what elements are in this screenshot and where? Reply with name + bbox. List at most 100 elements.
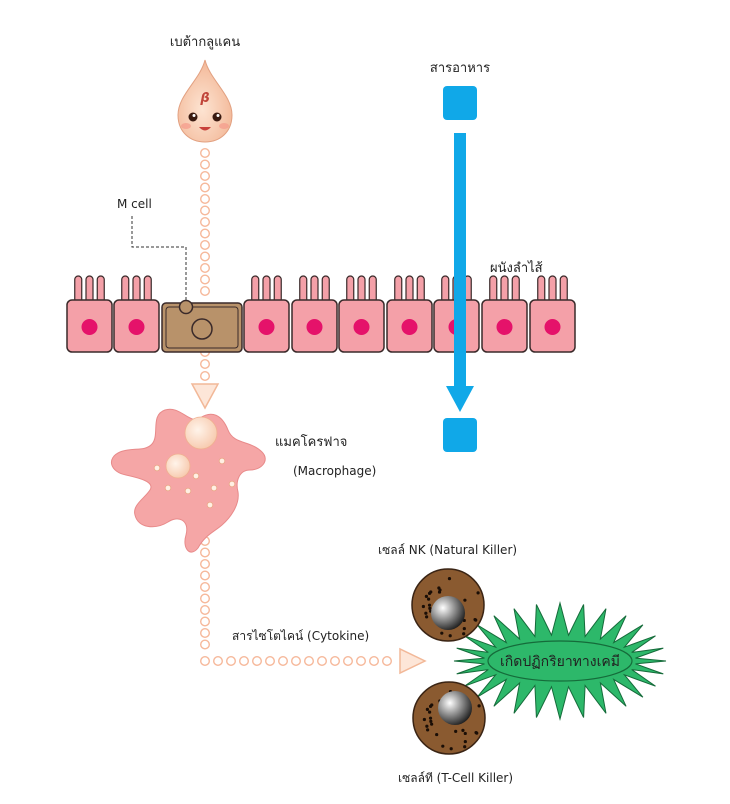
- granule: [461, 728, 465, 732]
- vesicle: [228, 480, 236, 488]
- flow-dot: [238, 656, 249, 667]
- vesicle: [153, 464, 161, 472]
- granule: [426, 728, 430, 732]
- cell-nucleus: [401, 319, 418, 335]
- flow-dot: [199, 628, 210, 639]
- flow-dot: [199, 274, 210, 285]
- nutrient-label: สารอาหาร: [430, 61, 490, 76]
- t-cell-label: เซลล์ที (T-Cell Killer): [398, 771, 513, 785]
- granule: [425, 724, 429, 728]
- vesicle: [218, 457, 226, 465]
- flow-dot: [304, 656, 315, 667]
- flow-dot: [199, 205, 210, 216]
- macrophage-label: แมคโครฟาจ: [275, 434, 347, 450]
- granule: [476, 591, 480, 595]
- granule: [427, 597, 431, 601]
- flow-dot: [343, 656, 354, 667]
- macrophage-vesicles: [153, 457, 236, 509]
- reaction-label: เกิดปฏิกริยาทางเคมี: [500, 654, 620, 670]
- m-cell: [161, 302, 243, 353]
- flow-dot: [199, 656, 210, 667]
- granule: [474, 618, 478, 622]
- granule: [462, 632, 466, 636]
- flow-dot: [330, 656, 341, 667]
- flow-dot: [199, 193, 210, 204]
- macrophage: [111, 408, 266, 553]
- cell-nucleus: [496, 319, 513, 335]
- nutrient-square-top: [443, 86, 477, 120]
- vesicle: [206, 501, 214, 509]
- flow-dot: [199, 639, 210, 650]
- granule: [441, 744, 445, 748]
- flow-dot: [199, 182, 210, 193]
- flow-dot: [251, 656, 262, 667]
- flow-triangle-right: [399, 647, 427, 675]
- granule: [421, 604, 425, 609]
- flow-dot: [199, 359, 210, 370]
- flow-dot: [199, 559, 210, 570]
- intestinal-wall-label: ผนังลำไส้: [490, 260, 543, 276]
- flow-dot: [369, 656, 380, 667]
- granule: [449, 747, 453, 751]
- cell-nucleus: [306, 319, 323, 335]
- flow-dot: [382, 656, 393, 667]
- nk-cell: [411, 568, 485, 642]
- flow-dot: [278, 656, 289, 667]
- granule: [454, 729, 458, 733]
- granule: [430, 722, 434, 726]
- nk-cell-label: เซลล์ NK (Natural Killer): [378, 543, 517, 557]
- granule: [428, 606, 432, 610]
- beta-glucan-label: เบต้ากลูแคน: [170, 35, 240, 50]
- flow-dot: [199, 228, 210, 239]
- cytokine-label: สารไซโตไคน์ (Cytokine): [232, 629, 369, 643]
- flow-dot: [199, 263, 210, 274]
- flow-dot: [225, 656, 236, 667]
- granule: [428, 710, 432, 714]
- granule: [429, 719, 433, 723]
- flow-dot: [356, 656, 367, 667]
- flow-dot: [212, 656, 223, 667]
- dotted-path: [199, 147, 393, 667]
- cell-nucleus: [81, 319, 98, 335]
- cell-nucleus: [128, 319, 145, 335]
- granule: [448, 634, 452, 638]
- granule: [463, 739, 467, 744]
- granule: [475, 731, 479, 735]
- vesicle: [184, 487, 192, 495]
- granule: [430, 703, 434, 707]
- flow-dot: [199, 593, 210, 604]
- m-cell-label: M cell: [117, 197, 152, 211]
- flow-triangle-down: [190, 383, 220, 410]
- granule: [428, 716, 433, 720]
- granule: [424, 594, 428, 598]
- flow-dot: [199, 239, 210, 250]
- granule: [435, 732, 439, 737]
- flow-dot: [199, 216, 210, 227]
- granule: [437, 586, 441, 590]
- cell-nucleus: [258, 319, 275, 335]
- granule: [463, 598, 467, 602]
- vesicle: [210, 484, 218, 492]
- vesicle: [192, 472, 200, 480]
- flow-dot: [199, 147, 210, 158]
- flow-dot: [199, 547, 210, 558]
- cell-nucleus: [544, 319, 561, 335]
- flow-dot: [317, 656, 328, 667]
- flow-dot: [265, 656, 276, 667]
- flow-dot: [199, 582, 210, 593]
- granule: [463, 745, 467, 749]
- m-cell-inner: [165, 306, 239, 349]
- granule: [425, 707, 429, 711]
- granule: [440, 631, 444, 635]
- flow-dot: [199, 159, 210, 170]
- nutrient-square-bottom: [443, 418, 477, 452]
- granule: [422, 717, 426, 722]
- granule: [463, 731, 467, 736]
- granule: [425, 615, 429, 619]
- t-cell: [412, 681, 486, 755]
- flow-dot: [199, 251, 210, 262]
- macrophage-en-label: (Macrophage): [293, 464, 376, 478]
- beta-glucan-droplet: β: [177, 59, 233, 143]
